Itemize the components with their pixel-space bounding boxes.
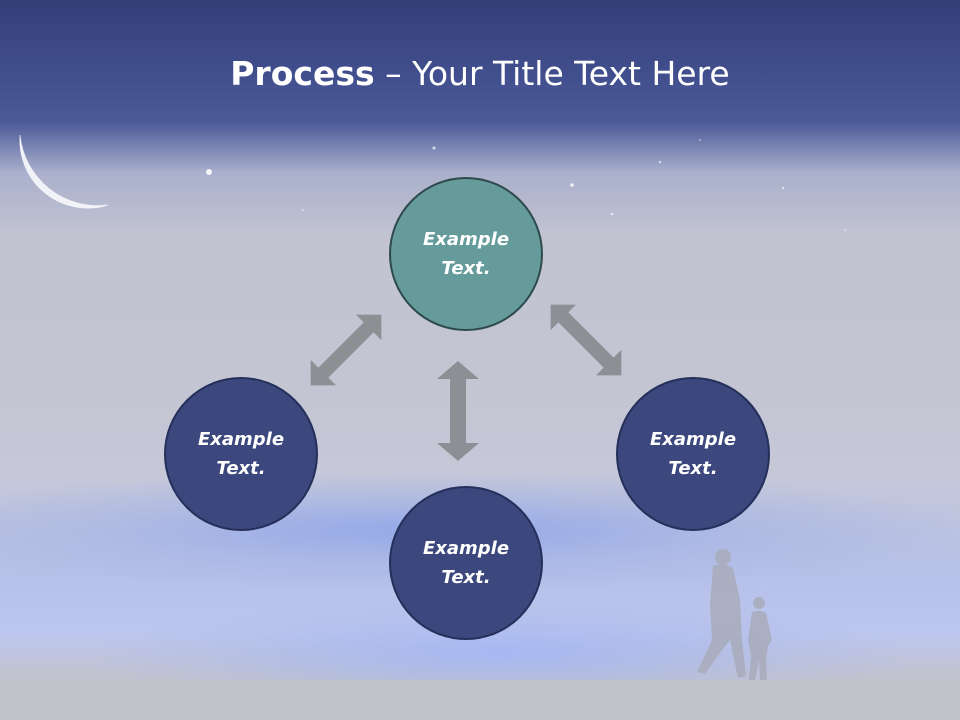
moon-icon — [19, 134, 109, 209]
node-label: Example Text. — [197, 429, 285, 479]
double-arrow-icon — [310, 314, 382, 386]
people-silhouette — [697, 549, 772, 680]
slide-title: Process – Your Title Text Here — [0, 52, 960, 96]
process-node-top: Example Text. — [389, 177, 543, 331]
process-node-bottom: Example Text. — [389, 486, 543, 640]
node-label: Example Text. — [422, 229, 510, 279]
process-node-left: Example Text. — [164, 377, 318, 531]
stars — [206, 139, 846, 231]
title-bold: Process — [230, 54, 375, 93]
title-rest: – Your Title Text Here — [374, 54, 730, 93]
node-label: Example Text. — [422, 538, 510, 588]
process-node-right: Example Text. — [616, 377, 770, 531]
double-arrow-icon — [550, 304, 622, 376]
arrows — [310, 304, 622, 461]
double-arrow-icon — [437, 361, 479, 461]
ground — [0, 680, 960, 720]
node-label: Example Text. — [649, 429, 737, 479]
